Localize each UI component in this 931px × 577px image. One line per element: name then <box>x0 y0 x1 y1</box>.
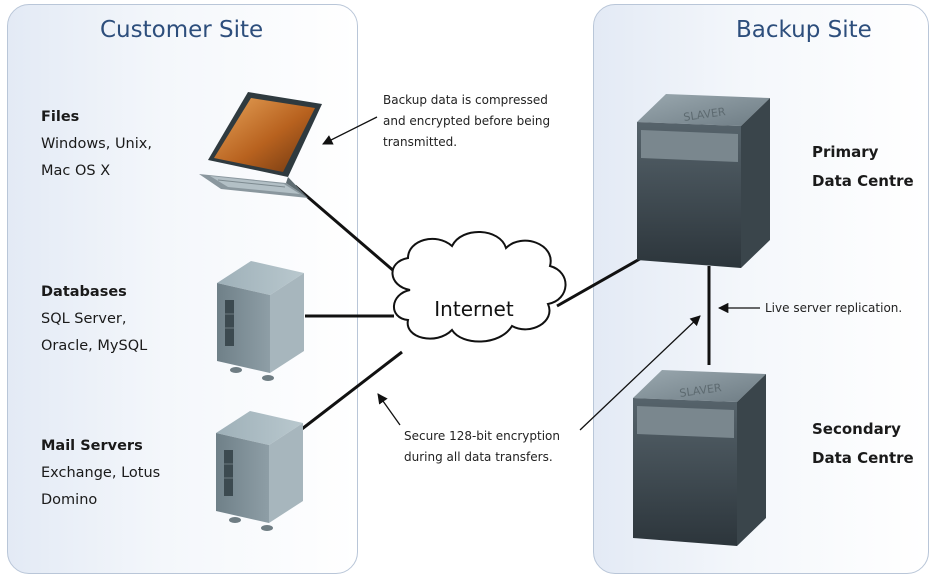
files-line-1: Windows, Unix, <box>41 136 152 152</box>
primary-line-1: Primary <box>812 143 879 161</box>
internet-cloud-icon <box>391 231 567 343</box>
internet-label: Internet <box>434 297 514 321</box>
mail-servers-label: Mail Servers Exchange, Lotus Domino <box>41 433 160 514</box>
compression-arrow <box>322 116 378 145</box>
encryption-arrow-left <box>377 393 401 426</box>
secondary-line-2: Data Centre <box>812 449 914 467</box>
mail-line-1: Exchange, Lotus <box>41 465 161 481</box>
replication-note: Live server replication. <box>765 301 903 315</box>
encryption-note: Secure 128-bit encryption during all dat… <box>404 426 560 468</box>
primary-line-2: Data Centre <box>812 172 914 190</box>
secondary-data-centre-server-icon: SLAVER <box>633 370 766 546</box>
databases-line-2: Oracle, MySQL <box>41 338 148 354</box>
compression-note-line-1: Backup data is compressed <box>383 93 548 107</box>
secondary-server-brand: SLAVER <box>679 381 723 400</box>
compression-note: Backup data is compressed and encrypted … <box>383 90 550 153</box>
compression-note-line-2: and encrypted before being <box>383 114 551 128</box>
compression-note-line-3: transmitted. <box>383 135 458 149</box>
files-line-2: Mac OS X <box>41 163 111 179</box>
files-label: Files Windows, Unix, Mac OS X <box>41 104 152 185</box>
secondary-line-1: Secondary <box>812 420 901 438</box>
primary-data-centre-label: Primary Data Centre <box>812 138 914 196</box>
mail-server-icon <box>216 411 303 531</box>
databases-line-1: SQL Server, <box>41 311 127 327</box>
mail-line-2: Domino <box>41 492 98 508</box>
mail-link <box>297 350 403 434</box>
primary-server-brand: SLAVER <box>683 105 727 124</box>
primary-link <box>556 254 646 308</box>
primary-data-centre-server-icon: SLAVER <box>637 94 770 268</box>
database-server-icon <box>217 261 304 381</box>
encryption-arrow-right <box>579 315 701 431</box>
secondary-data-centre-label: Secondary Data Centre <box>812 415 914 473</box>
encryption-note-line-2: during all data transfers. <box>404 450 553 464</box>
laptop-icon <box>199 92 322 198</box>
backup-site-title: Backup Site <box>736 17 872 43</box>
encryption-note-line-1: Secure 128-bit encryption <box>404 429 560 443</box>
databases-label: Databases SQL Server, Oracle, MySQL <box>41 279 147 360</box>
databases-heading: Databases <box>41 284 127 300</box>
mail-heading: Mail Servers <box>41 438 143 454</box>
files-link <box>294 184 403 280</box>
files-heading: Files <box>41 109 80 125</box>
customer-site-title: Customer Site <box>100 17 264 43</box>
